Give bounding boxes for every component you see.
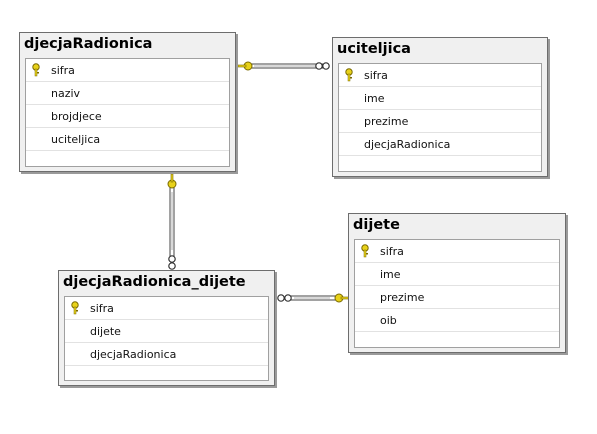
relationship-dijete-djecjaradionica-dijete[interactable] — [277, 293, 350, 303]
table-title: djecjaRadionica_dijete — [63, 274, 246, 290]
key-end-icon — [334, 293, 350, 303]
column-row-sifra[interactable]: sifra — [355, 240, 559, 263]
column-name: sifra — [90, 302, 114, 315]
column-name: sifra — [380, 245, 404, 258]
table-dijete[interactable]: dijete sifra ime prezime oib — [348, 213, 566, 353]
column-row-sifra[interactable]: sifra — [339, 64, 541, 87]
table-columns: sifra naziv brojdjece uciteljica — [25, 58, 230, 167]
relationship-djecjaradionica-djecjaradionica-dijete[interactable] — [167, 173, 177, 270]
infinity-icon — [168, 255, 176, 270]
column-name: oib — [380, 314, 397, 327]
column-row-oib[interactable]: oib — [355, 309, 559, 332]
column-row-prezime[interactable]: prezime — [339, 110, 541, 133]
table-title: djecjaRadionica — [24, 36, 153, 52]
column-name: ime — [380, 268, 401, 281]
column-row-ime[interactable]: ime — [339, 87, 541, 110]
column-name: dijete — [90, 325, 121, 338]
column-row-sifra[interactable]: sifra — [65, 297, 268, 320]
column-name: uciteljica — [51, 133, 101, 146]
infinity-icon — [315, 62, 330, 70]
column-row-prezime[interactable]: prezime — [355, 286, 559, 309]
column-name: prezime — [380, 291, 425, 304]
table-title: dijete — [353, 217, 400, 233]
table-djecjaradionica[interactable]: djecjaRadionica sifra naziv brojdjece uc… — [19, 32, 236, 172]
table-title: uciteljica — [337, 41, 411, 57]
column-row-djecjaradionica[interactable]: djecjaRadionica — [339, 133, 541, 156]
key-icon — [26, 59, 46, 81]
column-name: ime — [364, 92, 385, 105]
table-columns: sifra ime prezime oib — [354, 239, 560, 348]
key-end-icon — [167, 173, 177, 189]
table-djecjaradionica-dijete[interactable]: djecjaRadionica_dijete sifra dijete djec… — [58, 270, 275, 386]
column-row-naziv[interactable]: naziv — [26, 82, 229, 105]
key-icon — [65, 297, 85, 319]
column-name: djecjaRadionica — [364, 138, 451, 151]
key-end-icon — [237, 61, 253, 71]
key-icon — [339, 64, 359, 86]
column-row-brojdjece[interactable]: brojdjece — [26, 105, 229, 128]
table-columns: sifra ime prezime djecjaRadionica — [338, 63, 542, 172]
column-row-ime[interactable]: ime — [355, 263, 559, 286]
key-icon — [355, 240, 375, 262]
column-row-sifra[interactable]: sifra — [26, 59, 229, 82]
column-name: prezime — [364, 115, 409, 128]
column-name: sifra — [51, 64, 75, 77]
column-name: naziv — [51, 87, 81, 100]
column-row-uciteljica[interactable]: uciteljica — [26, 128, 229, 151]
column-name: sifra — [364, 69, 388, 82]
column-name: brojdjece — [51, 110, 102, 123]
column-row-dijete[interactable]: dijete — [65, 320, 268, 343]
table-uciteljica[interactable]: uciteljica sifra ime prezime djecjaRadio… — [332, 37, 548, 177]
table-columns: sifra dijete djecjaRadionica — [64, 296, 269, 381]
relationship-djecjaradionica-uciteljica[interactable] — [237, 61, 330, 71]
infinity-icon — [277, 294, 292, 302]
column-row-djecjaradionica[interactable]: djecjaRadionica — [65, 343, 268, 366]
column-name: djecjaRadionica — [90, 348, 177, 361]
